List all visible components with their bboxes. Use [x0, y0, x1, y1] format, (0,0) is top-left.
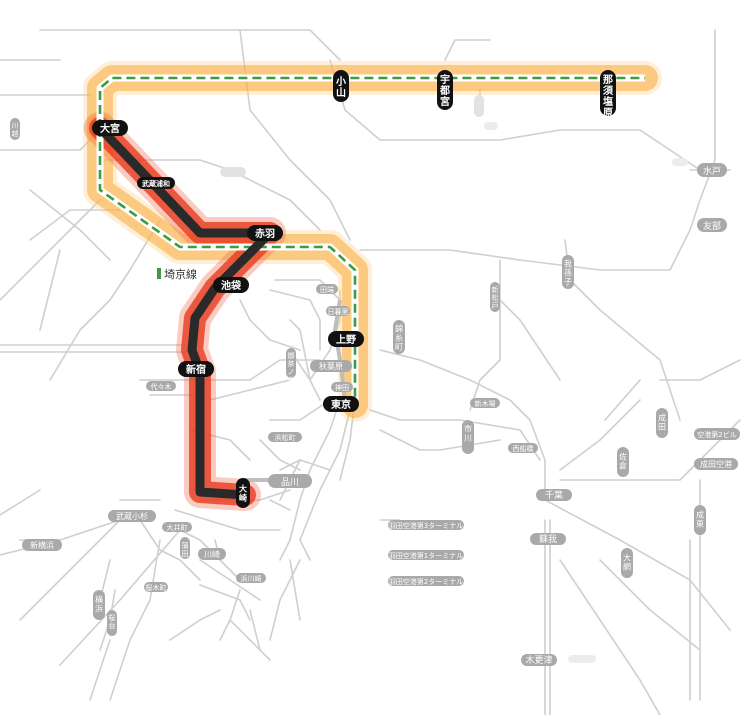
station-oami-vlabel: 大網 — [623, 552, 631, 571]
station-shinkiba[interactable]: 新木場 — [470, 398, 500, 408]
station-yokohama-vlabel: 横浜 — [95, 594, 103, 613]
station-akihabara[interactable]: 秋葉原 — [310, 360, 352, 372]
station-ichikawa-vlabel: 市川 — [464, 423, 472, 442]
svg-text:成田空港: 成田空港 — [700, 459, 732, 469]
vertical-major-labels: 小山 宇都宮 那須塩原 大崎 — [239, 73, 614, 502]
svg-text:羽田空港第2ターミナル: 羽田空港第2ターミナル — [389, 577, 463, 586]
station-abiko-vlabel: 我孫子 — [564, 258, 572, 286]
station-ikebukuro[interactable]: 池袋 — [213, 277, 249, 293]
station-ueno-label: 上野 — [336, 333, 356, 346]
svg-text:空港第2ビル: 空港第2ビル — [697, 430, 736, 439]
vertical-minor-labels: 我孫子 錦糸町 市川 成田 佐倉 成東 大網 横浜 蒲田 御茶ノ水 新松戸 桜台… — [10, 118, 706, 636]
station-oyama-vlabel: 小山 — [335, 75, 346, 99]
station-tokyo[interactable]: 東京 — [323, 396, 359, 412]
station-kamata-vlabel: 蒲田 — [182, 541, 189, 558]
svg-text:武蔵小杉: 武蔵小杉 — [116, 511, 148, 521]
gray-routes — [245, 299, 347, 482]
minor-stations: 武蔵浦和 品川 秋葉原 神田 田端 日暮里 代々木 浜松町 — [22, 163, 740, 666]
saikyo-route — [95, 123, 275, 500]
station-haneda1[interactable]: 羽田空港第1ターミナル — [388, 550, 464, 560]
station-naruto-vlabel: 成東 — [696, 509, 704, 528]
station-oimachi[interactable]: 大井町 — [162, 522, 192, 532]
station-nasushiobara[interactable] — [600, 70, 616, 116]
svg-text:神田: 神田 — [335, 383, 349, 392]
svg-text:桜木町: 桜木町 — [146, 583, 167, 592]
svg-text:千葉: 千葉 — [545, 489, 563, 501]
station-oyama[interactable] — [0, 0, 349, 102]
station-utsunomiya[interactable] — [437, 70, 453, 110]
station-haneda2[interactable]: 羽田空港第2ターミナル — [388, 576, 464, 586]
svg-text:田端: 田端 — [320, 285, 334, 294]
station-hamamatsucho[interactable]: 浜松町 — [268, 432, 302, 442]
svg-text:日暮里: 日暮里 — [328, 307, 349, 316]
station-ikebukuro-label: 池袋 — [221, 279, 242, 292]
station-tokyo-label: 東京 — [331, 398, 351, 411]
station-nasushiobara-vlabel: 那須塩原 — [602, 74, 614, 119]
station-shinjuku-label: 新宿 — [186, 363, 206, 376]
station-utsunomiya-vlabel: 宇都宮 — [439, 73, 450, 108]
station-omiya[interactable]: 大宮 — [92, 120, 128, 136]
svg-text:友部: 友部 — [703, 220, 721, 232]
svg-text:代々木: 代々木 — [151, 382, 172, 391]
station-kawasaki[interactable]: 川崎 — [198, 548, 226, 560]
station-omiya-label: 大宮 — [100, 122, 120, 135]
station-kuko-daini-biru[interactable]: 空港第2ビル — [694, 428, 740, 440]
station-narita-vlabel: 成田 — [658, 412, 666, 431]
station-kanda[interactable]: 神田 — [331, 382, 353, 392]
station-akabane[interactable]: 赤羽 — [247, 225, 283, 241]
svg-text:新木場: 新木場 — [475, 399, 496, 408]
svg-text:武蔵浦和: 武蔵浦和 — [142, 179, 170, 188]
station-yoyogi[interactable]: 代々木 — [146, 381, 176, 391]
svg-text:羽田空港第1ターミナル: 羽田空港第1ターミナル — [389, 551, 463, 560]
station-shinyokohama[interactable]: 新横浜 — [22, 539, 62, 551]
svg-text:品川: 品川 — [281, 477, 299, 488]
legend-swatch — [157, 268, 161, 279]
station-matsudo-vlabel: 新松戸 — [492, 285, 499, 310]
svg-text:蘇我: 蘇我 — [539, 533, 557, 545]
station-kinshicho-vlabel: 錦糸町 — [395, 323, 403, 351]
station-ueno[interactable]: 上野 — [328, 331, 364, 347]
station-shinagawa[interactable]: 品川 — [268, 474, 312, 488]
station-ochanomizu-vlabel: 御茶ノ水 — [288, 351, 295, 384]
station-naritakuko[interactable]: 成田空港 — [694, 458, 738, 470]
svg-text:秋葉原: 秋葉原 — [319, 361, 343, 371]
svg-text:木更津: 木更津 — [525, 654, 552, 666]
major-stations: 大宮 赤羽 池袋 新宿 上野 東京 — [0, 0, 616, 508]
station-musashikosugi[interactable]: 武蔵小杉 — [108, 510, 156, 522]
station-akabane-label: 赤羽 — [255, 227, 275, 240]
svg-text:羽田空港第3ターミナル: 羽田空港第3ターミナル — [389, 521, 463, 530]
ghost-labels — [220, 95, 688, 663]
station-musashiurawa[interactable]: 武蔵浦和 — [137, 177, 175, 189]
station-mito[interactable]: 水戸 — [697, 163, 727, 177]
svg-text:大井町: 大井町 — [167, 523, 188, 532]
station-soga[interactable]: 蘇我 — [530, 533, 566, 545]
station-sakura-vlabel: 佐倉 — [619, 451, 627, 470]
station-tabata[interactable]: 田端 — [316, 284, 338, 294]
station-shinjuku[interactable]: 新宿 — [178, 361, 214, 377]
station-tomobe[interactable]: 友部 — [697, 218, 727, 232]
station-chiba[interactable]: 千葉 — [536, 489, 572, 501]
station-nishifunabashi[interactable]: 西船橋 — [508, 443, 538, 453]
station-osaki[interactable] — [236, 478, 250, 508]
station-osaki-vlabel: 大崎 — [239, 483, 247, 502]
station-kisarazu[interactable]: 木更津 — [521, 654, 557, 666]
legend: 埼京線 — [157, 267, 197, 281]
svg-text:浜川崎: 浜川崎 — [241, 574, 262, 583]
station-haneda3[interactable]: 羽田空港第3ターミナル — [388, 520, 464, 530]
station-sakuradai-vlabel: 桜台 — [109, 613, 116, 630]
red-highlight — [84, 112, 286, 511]
station-sakuragicho[interactable]: 桜木町 — [144, 582, 168, 592]
svg-text:水戸: 水戸 — [703, 165, 721, 177]
station-kawagoe-vlabel: 川越 — [12, 122, 19, 138]
svg-text:川崎: 川崎 — [204, 549, 220, 559]
station-nippori[interactable]: 日暮里 — [326, 306, 350, 316]
svg-text:新横浜: 新横浜 — [30, 540, 54, 550]
svg-text:浜松町: 浜松町 — [275, 433, 296, 442]
station-hamakawasaki[interactable]: 浜川崎 — [236, 573, 266, 583]
svg-text:西船橋: 西船橋 — [513, 444, 534, 453]
legend-label: 埼京線 — [164, 267, 197, 281]
